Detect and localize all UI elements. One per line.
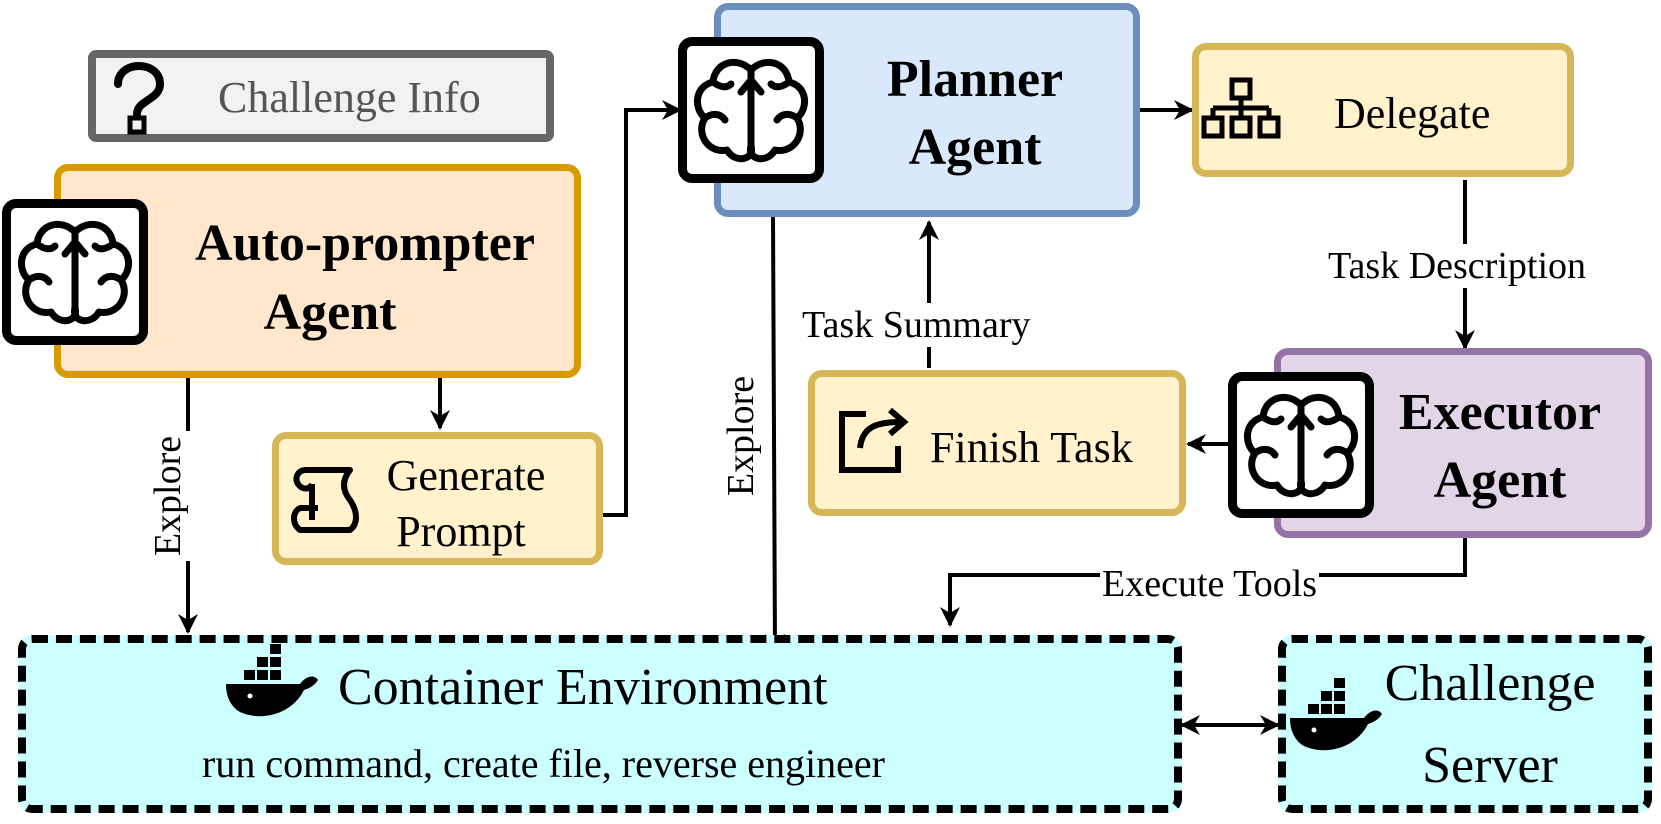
- container-environment-title: Container Environment: [338, 659, 828, 716]
- delegate-label: Delegate: [1334, 89, 1491, 138]
- generate-prompt-line-1: Generate: [386, 451, 546, 500]
- executor-title-1: Executor: [1398, 384, 1602, 441]
- challenge-server-line-2: Server: [1422, 737, 1558, 794]
- container-environment-box: [18, 635, 1182, 813]
- executor-title-2: Agent: [1433, 452, 1567, 509]
- auto-prompter-title-2: Agent: [263, 284, 397, 341]
- challenge-info-label: Challenge Info: [218, 73, 481, 122]
- generate-prompt-box: [272, 432, 603, 565]
- task-summary-label: Task Summary: [802, 303, 1031, 347]
- execute-tools-label: Execute Tools: [1100, 562, 1320, 606]
- generate-prompt-line-2: Prompt: [396, 507, 526, 556]
- task-description-label: Task Description: [1328, 244, 1587, 288]
- container-environment-subtitle: run command, create file, reverse engine…: [202, 741, 885, 786]
- planner-title-2: Agent: [908, 119, 1042, 176]
- challenge-info-box: [88, 50, 554, 142]
- explore-mid-arrow: [764, 215, 785, 654]
- auto-prompter-title-1: Auto-prompter: [195, 215, 535, 272]
- challenge-server-line-1: Challenge: [1384, 655, 1596, 712]
- generate-to-planner-arrow: [600, 100, 682, 517]
- planner-title-1: Planner: [886, 51, 1064, 108]
- finish-task-label: Finish Task: [930, 423, 1133, 472]
- finish-task-box: [808, 370, 1186, 516]
